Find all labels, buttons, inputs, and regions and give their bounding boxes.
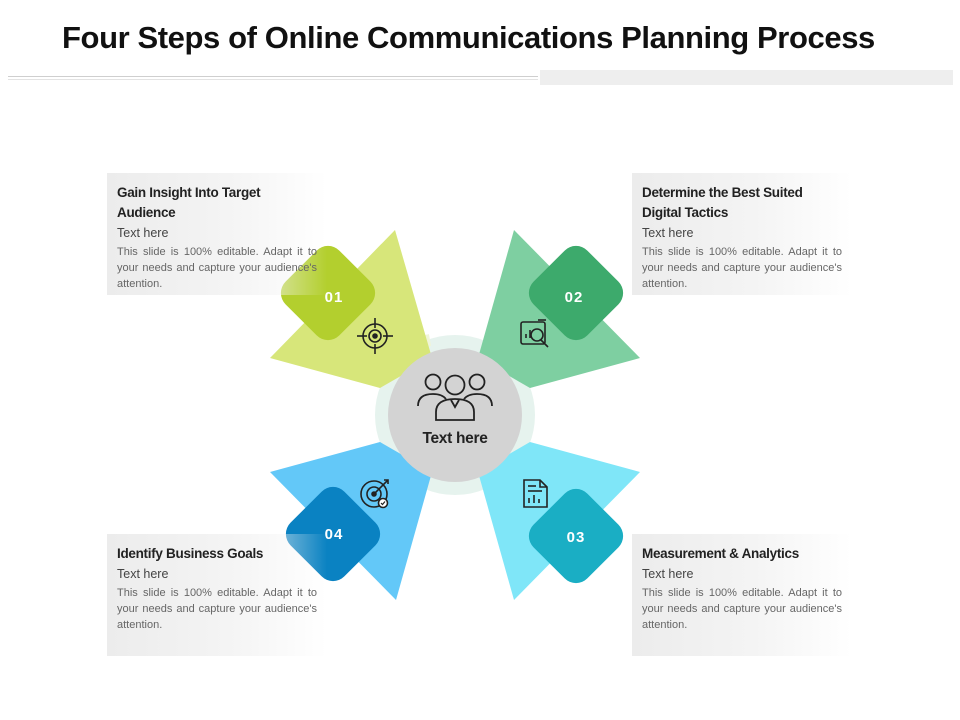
step-03-number: 03 — [567, 529, 586, 546]
step-04-number: 04 — [325, 526, 344, 543]
step-04-card: Identify Business Goals Text here This s… — [107, 534, 327, 656]
report-icon — [523, 479, 548, 508]
page-title: Four Steps of Online Communications Plan… — [62, 20, 875, 55]
step-02-number: 02 — [565, 289, 584, 306]
step-02-description: This slide is 100% editable. Adapt it to… — [642, 246, 842, 290]
center-label: Text here — [422, 430, 488, 447]
step-02-subtitle: Text here — [642, 226, 694, 240]
step-04-title: Identify Business Goals — [117, 546, 264, 561]
step-03-badge — [528, 488, 624, 584]
step-01-number: 01 — [325, 289, 344, 306]
step-01-description: This slide is 100% editable. Adapt it to… — [117, 246, 317, 290]
step-02-title: Determine the Best Suited Digital Tactic… — [642, 185, 803, 220]
analytics-search-icon — [520, 319, 549, 348]
step-02-card: Determine the Best Suited Digital Tactic… — [632, 173, 852, 295]
step-04-subtitle: Text here — [117, 567, 169, 581]
center-circle — [388, 348, 522, 482]
step-02-shape: 02 — [478, 230, 640, 388]
step-03-subtitle: Text here — [642, 567, 694, 581]
step-01-card: Gain Insight Into Target Audience Text h… — [107, 173, 327, 295]
step-03-card: Measurement & Analytics Text here This s… — [632, 534, 852, 656]
step-03-description: This slide is 100% editable. Adapt it to… — [642, 587, 842, 631]
step-03-shape: 03 — [478, 442, 640, 600]
goal-icon — [360, 479, 389, 509]
title-divider — [8, 76, 538, 77]
step-02-badge — [528, 245, 624, 341]
step-01-subtitle: Text here — [117, 226, 169, 240]
title-accent-bar — [540, 70, 953, 85]
title-divider-secondary — [8, 79, 538, 80]
step-01-title: Gain Insight Into Target Audience — [117, 185, 261, 220]
team-icon — [417, 373, 493, 421]
step-04-description: This slide is 100% editable. Adapt it to… — [117, 587, 317, 631]
step-03-title: Measurement & Analytics — [642, 546, 799, 561]
target-icon — [357, 318, 393, 354]
